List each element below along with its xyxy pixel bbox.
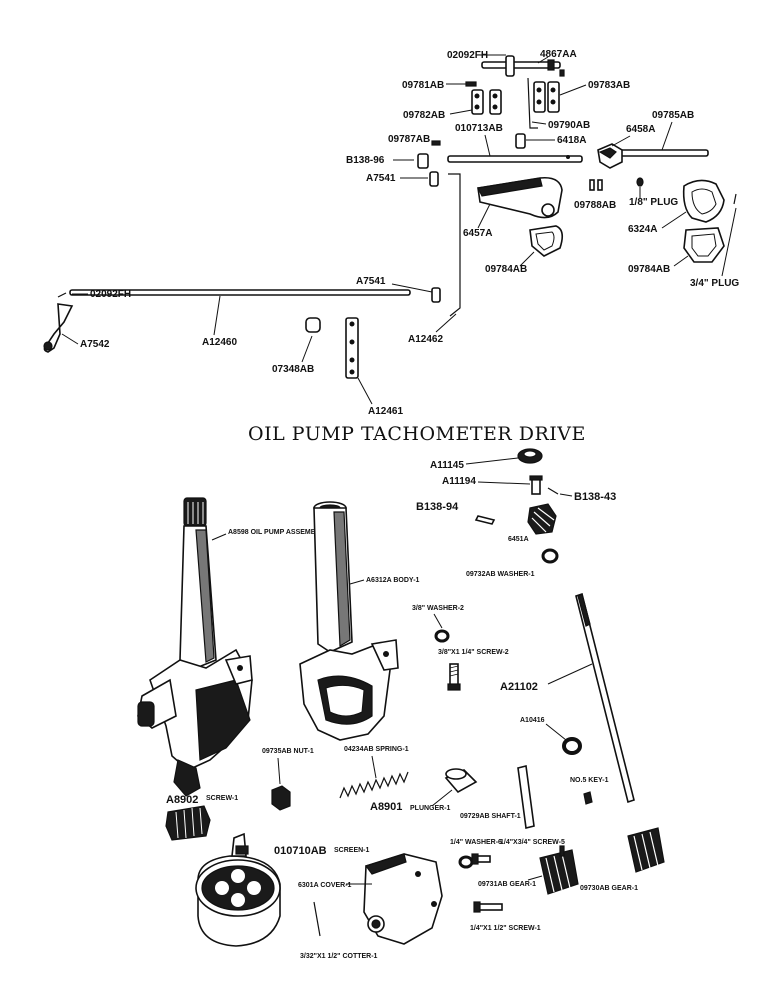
label-cotter: 3/32"X1 1/2" COTTER-1: [300, 953, 378, 960]
label-02092FH-left: 02092FH: [90, 289, 131, 300]
lever-A7542: [43, 303, 74, 353]
label-A7541-top: A7541: [366, 173, 396, 184]
label-screw-1-4-3-4: 1/4"X3/4" SCREW-5: [500, 839, 565, 846]
label-04234AB: 04234AB SPRING-1: [344, 746, 409, 753]
rod-A12460: [69, 289, 411, 296]
label-09783AB: 09783AB: [588, 80, 630, 91]
nut-A11145: [517, 448, 543, 464]
shaft-4867AA: [481, 55, 561, 77]
label-6458A: 6458A: [626, 124, 655, 135]
label-6301A: 6301A COVER-1: [298, 882, 352, 889]
label-09731AB: 09731AB GEAR-1: [478, 881, 536, 888]
housing-6457A: [477, 176, 563, 219]
gear-09731AB: [539, 845, 579, 895]
label-B138-96: B138-96: [346, 155, 385, 166]
label-02092FH-top: 02092FH: [447, 50, 488, 61]
shaft-A21102: [575, 592, 635, 804]
label-A8598: A8598 OIL PUMP ASSEMBLY-1: [228, 529, 330, 536]
screw-A8902: [165, 805, 211, 841]
label-09784AB-a: 09784AB: [485, 264, 527, 275]
oil-pump-assembly-A8598: [137, 497, 253, 797]
label-6457A: 6457A: [463, 228, 492, 239]
bolt-A11194: [529, 475, 543, 495]
rod-A12462: [448, 173, 461, 317]
label-A8901: A8901: [370, 801, 402, 813]
label-B138-94: B138-94: [416, 501, 459, 513]
label-09735AB: 09735AB NUT-1: [262, 748, 314, 755]
screw-1-4-1-1-2: [473, 901, 503, 913]
label-washer-1-4: 1/4" WASHER-6: [450, 839, 502, 846]
bushing-07348AB: [305, 317, 321, 333]
plates-09782AB: [471, 89, 502, 115]
screw-1-4-3-4: [471, 853, 491, 865]
label-09782AB: 09782AB: [403, 110, 445, 121]
clip-B138-96: [417, 153, 429, 169]
section-title: OIL PUMP TACHOMETER DRIVE: [248, 423, 586, 445]
label-plug-3-4: 3/4" PLUG: [690, 278, 739, 289]
spring-04234AB: [339, 771, 409, 799]
label-07348AB: 07348AB: [272, 364, 314, 375]
lever-A7541-top: [429, 171, 439, 187]
label-A11194: A11194: [442, 476, 476, 487]
label-washer-3-8: 3/8" WASHER-2: [412, 605, 464, 612]
screen-010710AB: [195, 832, 281, 947]
plunger-A8901: [444, 768, 478, 794]
label-4867AA: 4867AA: [540, 49, 577, 60]
label-B138-43: B138-43: [574, 491, 616, 503]
cover-6324A: [682, 179, 725, 223]
shaft-09729AB: [517, 765, 535, 829]
label-screen: SCREEN-1: [334, 847, 370, 854]
lever-A7541-lower: [431, 287, 441, 303]
plates-09783AB: [533, 69, 565, 113]
label-A8902: A8902: [166, 794, 198, 806]
body-A6312A: [299, 501, 399, 741]
label-09790AB: 09790AB: [548, 120, 590, 131]
label-010710AB: 010710AB: [274, 845, 327, 857]
gear-6451A: [527, 503, 557, 535]
label-09788AB: 09788AB: [574, 200, 616, 211]
pin-09781AB: [465, 81, 477, 87]
link-A12461: [345, 317, 359, 379]
label-A10416: A10416: [520, 717, 545, 724]
gear-09730AB: [627, 827, 665, 873]
label-plunger: PLUNGER-1: [410, 805, 451, 812]
shaft-010713AB: [447, 155, 583, 163]
label-09785AB: 09785AB: [652, 110, 694, 121]
label-09781AB: 09781AB: [402, 80, 444, 91]
label-09787AB: 09787AB: [388, 134, 430, 145]
label-plug-1-8: 1/8" PLUG: [629, 197, 678, 208]
label-screw-a8902: SCREW-1: [206, 795, 238, 802]
label-A11145: A11145: [430, 460, 464, 471]
gasket-09784AB-a: [529, 225, 564, 257]
label-6418A: 6418A: [557, 135, 586, 146]
fork-6458A: [597, 143, 623, 169]
label-key: NO.5 KEY-1: [570, 777, 609, 784]
block-6418A: [515, 133, 526, 149]
label-A7541-lower: A7541: [356, 276, 386, 287]
label-6451A: 6451A: [508, 536, 529, 543]
nut-09735AB: [271, 785, 291, 811]
label-A7542: A7542: [80, 339, 110, 350]
label-screw-1-4-1-1-2: 1/4"X1 1/2" SCREW-1: [470, 925, 541, 932]
label-A12462: A12462: [408, 334, 443, 345]
label-A12461: A12461: [368, 406, 403, 417]
label-010713AB: 010713AB: [455, 123, 503, 134]
label-A6312A: A6312A BODY-1: [366, 577, 420, 584]
label-6324A: 6324A: [628, 224, 657, 235]
label-09784AB-b: 09784AB: [628, 264, 670, 275]
label-09729AB: 09729AB SHAFT-1: [460, 813, 521, 820]
label-09730AB: 09730AB GEAR-1: [580, 885, 638, 892]
label-09732AB: 09732AB WASHER-1: [466, 571, 535, 578]
label-A12460: A12460: [202, 337, 237, 348]
shaft-09785AB: [619, 149, 709, 157]
gasket-09784AB-b: [683, 227, 725, 263]
label-screw-3-8: 3/8"X1 1/4" SCREW-2: [438, 649, 509, 656]
cover-6301A: [363, 853, 443, 945]
label-A21102: A21102: [500, 681, 538, 693]
screw-3-8: [447, 663, 461, 691]
